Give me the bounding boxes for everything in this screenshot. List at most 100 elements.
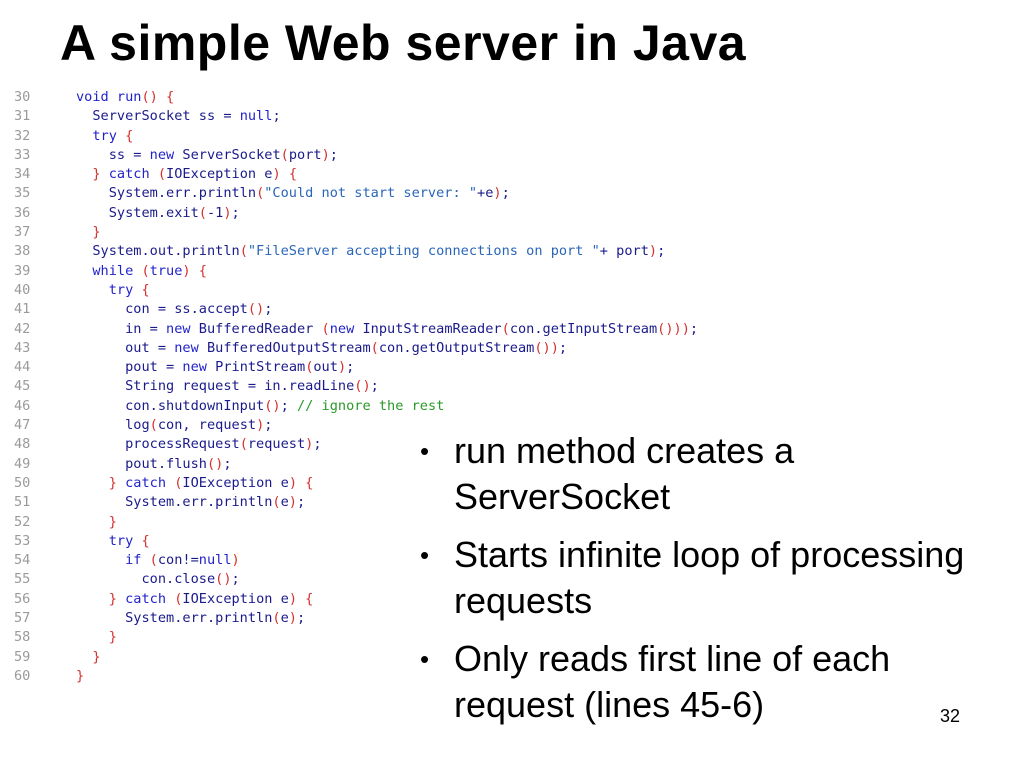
code-token: con!= (157, 552, 199, 569)
line-number: 49 (14, 455, 31, 472)
code-text: } (76, 223, 101, 242)
code-token: System.err.println (76, 610, 273, 627)
code-token: ; (296, 494, 306, 511)
line-number: 32 (14, 127, 31, 144)
code-text: out = new BufferedOutputStream(con.getOu… (76, 339, 567, 358)
code-token: null (239, 108, 273, 125)
line-number: 35 (14, 185, 31, 202)
code-token: System.err.println (76, 185, 257, 202)
code-token: ( (174, 474, 183, 491)
code-token: () { (141, 89, 175, 105)
code-token: ) { (288, 474, 314, 491)
code-text: System.err.println(e); (76, 493, 305, 512)
code-text: con = ss.accept(); (76, 300, 272, 319)
line-number: 58 (14, 629, 31, 646)
code-token: ( (272, 494, 281, 511)
line-number: 50 (14, 474, 31, 491)
code-token: ServerSocket (182, 146, 281, 163)
code-token: ; (231, 204, 240, 221)
code-token: () (206, 455, 224, 472)
code-text: processRequest(request); (76, 435, 322, 454)
code-token: ; (501, 185, 510, 202)
code-text: } (76, 648, 100, 667)
code-token: } (76, 513, 117, 530)
code-token: } (76, 629, 117, 646)
code-token: // ignore the rest (297, 397, 445, 414)
line-number: 42 (14, 320, 31, 337)
code-token: ( (501, 320, 510, 337)
line-number: 41 (14, 301, 31, 318)
line-number: 55 (14, 571, 31, 588)
code-token: ss = (76, 146, 150, 163)
code-text: } catch (IOException e) { (76, 474, 314, 493)
code-text: pout = new PrintStream(out); (76, 358, 354, 377)
code-token: ServerSocket ss = (76, 108, 240, 125)
code-token: try (76, 281, 142, 298)
code-token: ; (370, 378, 379, 395)
code-token: ; (558, 339, 568, 356)
code-token: "FileServer accepting connections on por… (247, 243, 600, 260)
code-text: } catch (IOException e) { (76, 590, 314, 609)
code-token: ; (657, 243, 666, 260)
code-token: BufferedOutputStream (206, 339, 371, 356)
bullet-text: Only reads first line of each request (l… (454, 638, 891, 725)
bullet-text: Starts infinite loop of processing reque… (454, 534, 965, 621)
code-token: ; (223, 455, 232, 472)
code-text: System.err.println(e); (76, 609, 305, 628)
code-token: ( (239, 436, 248, 453)
code-token: ) (321, 146, 330, 163)
code-token: ) (305, 436, 314, 453)
code-token: ( (149, 417, 158, 434)
code-token: catch (108, 166, 158, 183)
code-text: con.close(); (76, 570, 239, 589)
code-token: ) (256, 417, 265, 434)
code-token: () (264, 397, 281, 414)
code-token: } (76, 474, 126, 491)
line-number: 53 (14, 532, 31, 549)
code-token: try (76, 127, 126, 144)
code-token: ( (157, 166, 167, 183)
code-text: con.shutdownInput(); // ignore the rest (76, 397, 444, 416)
line-number: 34 (14, 166, 31, 183)
code-token: IOException e (166, 166, 273, 183)
code-token: ; (346, 359, 355, 376)
code-token: new (174, 339, 207, 356)
code-token: ( (141, 262, 150, 279)
code-token: processRequest (76, 436, 240, 453)
code-token: ) (288, 610, 297, 627)
line-number: 40 (14, 281, 31, 298)
line-number: 54 (14, 552, 31, 569)
code-token: out = (76, 339, 175, 356)
code-token: ( (239, 243, 248, 260)
code-token: e (280, 610, 289, 627)
code-token: BufferedReader (198, 320, 322, 337)
line-number: 31 (14, 108, 31, 125)
line-number: 33 (14, 146, 31, 163)
code-token: in = (76, 320, 167, 337)
code-token: ) (288, 494, 297, 511)
line-number: 37 (14, 224, 31, 241)
line-number: 51 (14, 494, 31, 511)
code-token: ; (313, 436, 322, 453)
code-text: ServerSocket ss = null; (76, 107, 280, 126)
code-token: while (76, 262, 142, 279)
page-number: 32 (940, 706, 961, 726)
code-text: System.out.println("FileServer accepting… (76, 242, 665, 261)
code-text: String request = in.readLine(); (76, 377, 379, 396)
code-token: ( (174, 590, 183, 607)
code-text: pout.flush(); (76, 455, 232, 474)
code-token: } (76, 224, 101, 241)
code-token: { (141, 532, 150, 549)
code-token: ( (149, 552, 158, 569)
line-number: 36 (14, 204, 31, 221)
code-token: ( (198, 204, 207, 221)
code-token: ) (648, 243, 658, 260)
bullet-marker: • (420, 436, 430, 466)
code-token: out (313, 359, 338, 376)
code-token: () (215, 571, 232, 588)
code-token: log (76, 417, 150, 434)
code-text: while (true) { (76, 262, 207, 281)
code-token: ( (256, 185, 265, 202)
code-token: String request = in.readLine (76, 378, 355, 395)
code-token: ) { (182, 262, 207, 279)
